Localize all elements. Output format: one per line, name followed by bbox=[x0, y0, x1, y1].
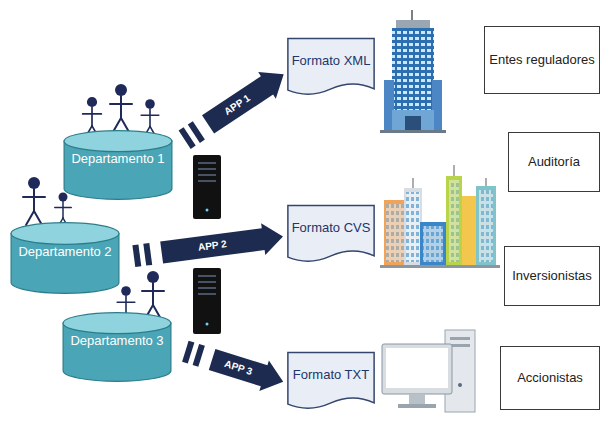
recipient-box: Inversionistas bbox=[504, 246, 600, 306]
app-arrow bbox=[179, 72, 284, 149]
node-text: Formato TXT bbox=[287, 367, 375, 383]
app-arrow bbox=[132, 223, 283, 267]
format-document: Formato CVS bbox=[287, 205, 375, 267]
department-cylinder: Departamento 1 bbox=[63, 130, 173, 200]
node-text: Auditoría bbox=[528, 154, 580, 170]
node-text: Departamento 2 bbox=[10, 244, 120, 260]
app-arrow bbox=[182, 341, 283, 391]
node-text: Formato CVS bbox=[287, 220, 375, 236]
node-text: Departamento 3 bbox=[62, 333, 172, 349]
recipient-box: Entes reguladores bbox=[484, 26, 600, 94]
city-buildings bbox=[380, 165, 500, 268]
format-document: Formato TXT bbox=[287, 352, 375, 414]
node-text: Departamento 1 bbox=[63, 151, 173, 167]
node-text: Formato XML bbox=[287, 53, 375, 69]
recipient-box: Accionistas bbox=[500, 346, 600, 410]
format-document: Formato XML bbox=[287, 38, 375, 100]
desktop-computer bbox=[382, 330, 475, 412]
node-text: Inversionistas bbox=[512, 268, 591, 284]
node-text: Entes reguladores bbox=[489, 52, 595, 68]
arrow-label: APP 3 bbox=[223, 359, 253, 377]
recipient-box: Auditoría bbox=[508, 132, 600, 192]
document-outline bbox=[287, 38, 375, 100]
node-text: Accionistas bbox=[517, 370, 583, 386]
arrow-label: APP 1 bbox=[223, 93, 252, 117]
document-outline bbox=[287, 352, 375, 414]
department-cylinder: Departamento 2 bbox=[10, 222, 120, 294]
arrow-label: APP 2 bbox=[198, 239, 228, 253]
document-outline bbox=[287, 205, 375, 267]
department-cylinder: Departamento 3 bbox=[62, 312, 172, 382]
office-building bbox=[380, 10, 446, 133]
